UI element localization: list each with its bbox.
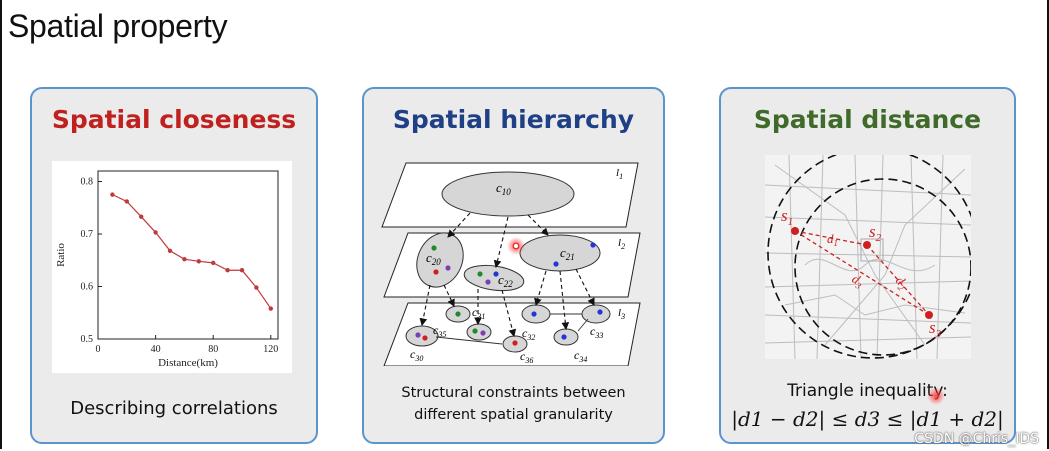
- y-tick-label: 0.8: [81, 177, 94, 188]
- chart-background: [52, 161, 292, 373]
- card-spatial-hierarchy: Spatial hierarchy l1 c10 l2 c20 c21 c22 …: [362, 87, 665, 444]
- x-tick-label: 120: [263, 344, 278, 355]
- hierarchy-caption-line2: different spatial granularity: [414, 407, 613, 423]
- layer-label-l1: l1: [616, 167, 623, 181]
- data-point: [196, 259, 201, 264]
- data-point: [110, 192, 115, 197]
- hierarchy-diagram: l1 c10 l2 c20 c21 c22 l3 c30 c31 c35 c32…: [381, 162, 641, 366]
- x-axis-label: Distance(km): [158, 357, 218, 369]
- triangle-inequality-formula: |d1 − d2| ≤ d3 ≤ |d1 + d2|: [731, 407, 1004, 431]
- level3-links: [435, 313, 589, 345]
- plot-frame: [97, 170, 279, 340]
- y-axis-label: Ratio: [55, 243, 67, 267]
- node-c33: [581, 304, 611, 324]
- card-title-distance: Spatial distance: [753, 105, 982, 134]
- layer-label-l3: l3: [618, 307, 625, 321]
- y-tick-label: 0.5: [81, 334, 94, 345]
- data-point: [239, 268, 245, 273]
- layer-label-l2: l2: [618, 237, 625, 251]
- data-point: [139, 214, 144, 219]
- hierarchy-points: [415, 237, 603, 346]
- card-spatial-distance: Spatial distance: [719, 87, 1016, 444]
- distance-caption-line1: Triangle inequality:: [787, 381, 948, 401]
- data-point: [182, 257, 187, 262]
- page-title: Spatial property: [8, 8, 228, 44]
- svg-text:d1: d1: [827, 231, 838, 248]
- cursor-highlight: [927, 387, 945, 405]
- watermark: CSDN @Chris_IDS: [914, 431, 1039, 447]
- data-point: [124, 199, 129, 204]
- card-title-hierarchy: Spatial hierarchy: [392, 105, 635, 134]
- data-point: [211, 260, 216, 266]
- x-tick-label: 0: [96, 344, 101, 355]
- distance-edges: [794, 230, 930, 316]
- closeness-caption: Describing correlations: [70, 398, 278, 419]
- hierarchy-caption-line1: Structural constraints between: [401, 385, 626, 401]
- data-point: [225, 268, 230, 273]
- hierarchy-links: [419, 212, 595, 338]
- data-point: [254, 285, 259, 290]
- distance-points: [791, 227, 933, 319]
- data-point: [153, 230, 158, 235]
- series-line: [112, 194, 272, 309]
- data-point: [167, 248, 173, 253]
- card-title-closeness: Spatial closeness: [51, 105, 297, 134]
- data-point: [268, 306, 273, 311]
- map-background: [765, 155, 971, 359]
- distance-map-diagram: s1 s2 s3 d1 d3 d2: [765, 155, 971, 359]
- distance-circles: [767, 155, 971, 359]
- x-tick-label: 80: [208, 344, 218, 355]
- x-tick-label: 40: [151, 344, 161, 355]
- y-tick-label: 0.7: [81, 229, 94, 240]
- y-tick-label: 0.6: [81, 282, 94, 293]
- node-c35: [466, 323, 492, 341]
- node-c10: [441, 171, 575, 217]
